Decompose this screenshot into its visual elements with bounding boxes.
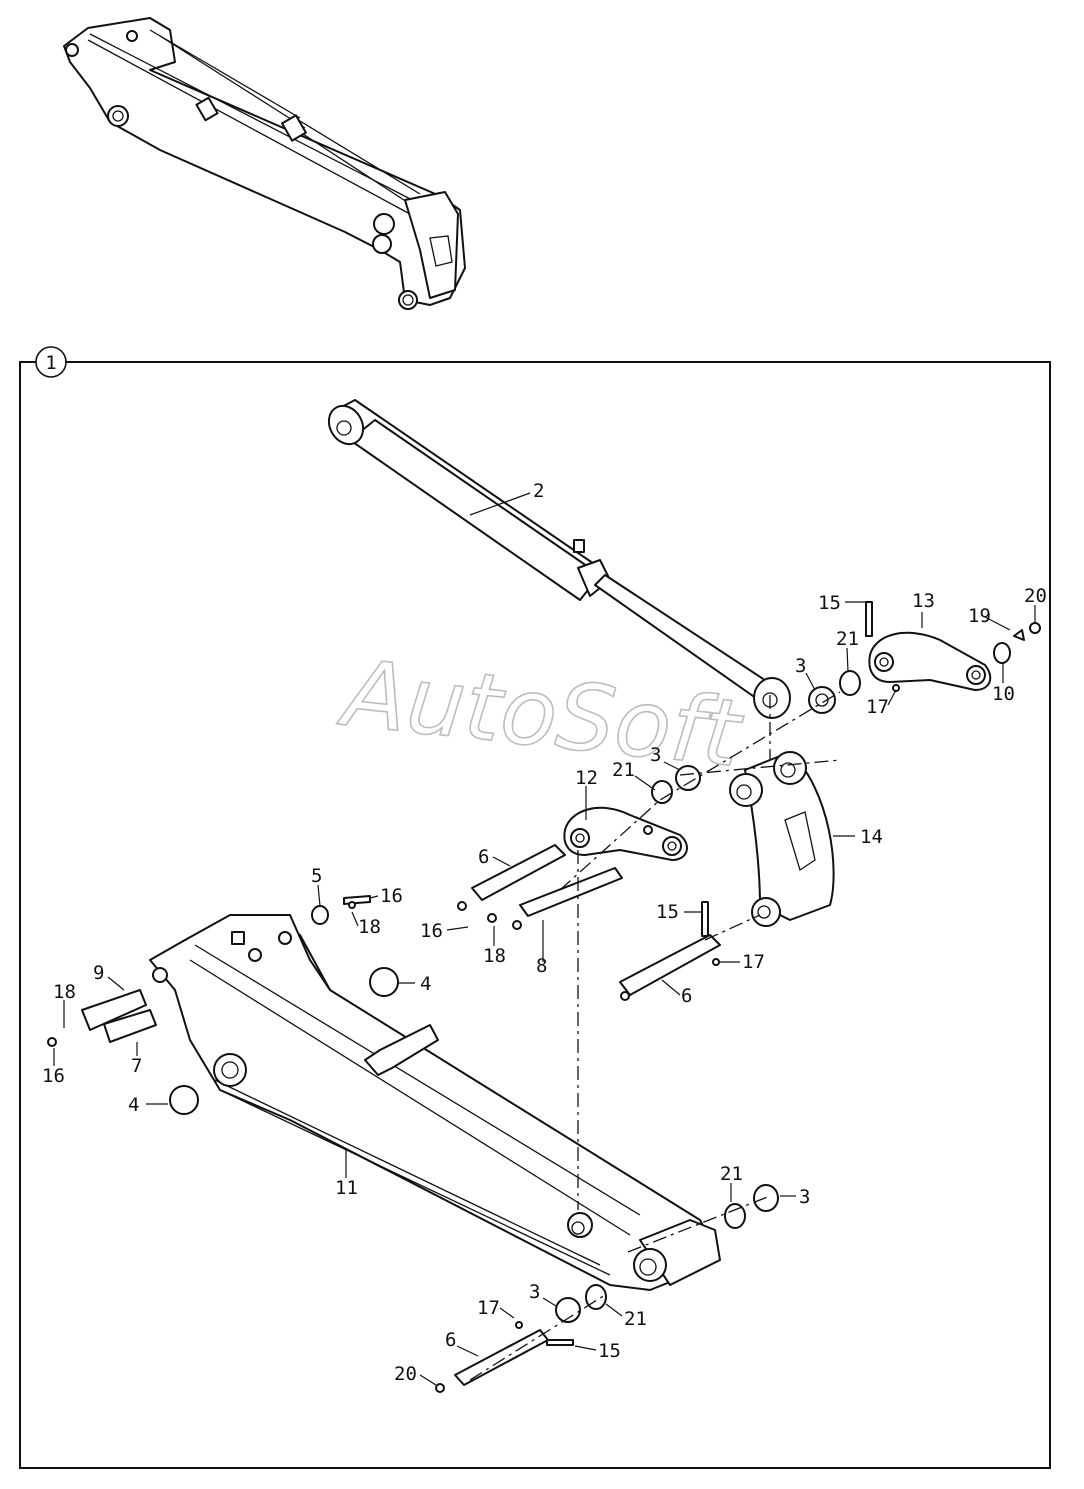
assembled-boom-thumbnail: [63, 17, 466, 310]
callout-16: 16: [42, 1065, 65, 1087]
callout-7: 7: [131, 1055, 142, 1077]
callout-3: 3: [529, 1281, 540, 1303]
link-part-12: [563, 806, 688, 861]
callout-6: 6: [681, 985, 692, 1007]
callout-12: 12: [575, 767, 598, 789]
small-hardware: [47, 601, 1041, 1393]
callout-8: 8: [536, 955, 547, 977]
callout-21: 21: [720, 1163, 743, 1185]
callout-labels: 2 15 13 19 20 21 3 17 10 3 21 12 14 6 5 …: [42, 480, 1047, 1385]
callout-21: 21: [836, 628, 859, 650]
callout-6: 6: [478, 846, 489, 868]
callout-17: 17: [742, 951, 765, 973]
callout-15: 15: [818, 592, 841, 614]
centerlines: [469, 691, 841, 1381]
boom-arm-11: [149, 914, 721, 1291]
callout-2: 2: [533, 480, 544, 502]
callout-3: 3: [650, 744, 661, 766]
callout-18: 18: [358, 916, 381, 938]
callout-3: 3: [799, 1186, 810, 1208]
leader-lines: [53, 492, 1036, 1386]
callout-3: 3: [795, 655, 806, 677]
group-number-label: 1: [45, 352, 56, 374]
callout-17: 17: [477, 1297, 500, 1319]
callout-21: 21: [624, 1308, 647, 1330]
callout-6: 6: [445, 1329, 456, 1351]
callout-4: 4: [420, 973, 431, 995]
callout-20: 20: [394, 1363, 417, 1385]
callout-13: 13: [912, 590, 935, 612]
callout-16: 16: [380, 885, 403, 907]
assembly-frame: 1: [19, 346, 1051, 1469]
callout-16: 16: [420, 920, 443, 942]
callout-15: 15: [598, 1340, 621, 1362]
callout-18: 18: [53, 981, 76, 1003]
callout-19: 19: [968, 605, 991, 627]
callout-9: 9: [93, 962, 104, 984]
callout-20: 20: [1024, 585, 1047, 607]
bracket-part-14: [729, 751, 835, 927]
link-part-13: [868, 631, 992, 691]
callout-11: 11: [335, 1177, 358, 1199]
callout-14: 14: [860, 826, 883, 848]
callout-4: 4: [128, 1094, 139, 1116]
callout-18: 18: [483, 945, 506, 967]
callout-5: 5: [311, 865, 322, 887]
hydraulic-cylinder: [327, 399, 791, 719]
callout-10: 10: [992, 683, 1015, 705]
callout-15: 15: [656, 901, 679, 923]
callout-17: 17: [866, 696, 889, 718]
callout-21: 21: [612, 759, 635, 781]
